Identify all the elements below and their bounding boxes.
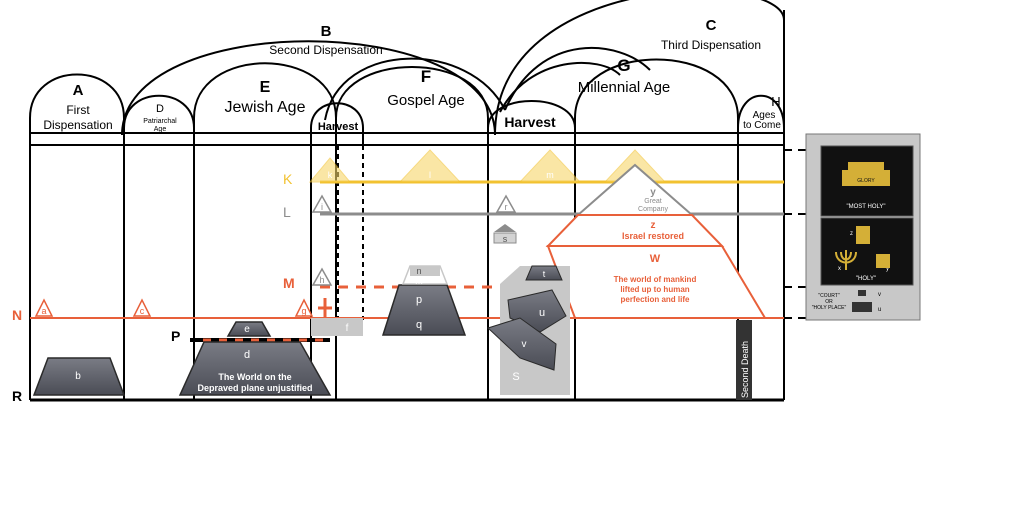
pyramid-e xyxy=(226,321,272,337)
brazen-altar-icon xyxy=(852,302,872,312)
arch-b-letter: B xyxy=(321,23,332,40)
plane-k-label: K xyxy=(283,171,293,187)
tabernacle-x: x xyxy=(838,266,841,272)
candlestick-icon xyxy=(835,250,857,270)
world-text-3: perfection and life xyxy=(621,295,690,304)
altar-icon xyxy=(876,254,890,268)
arch-a-letter: A xyxy=(73,82,84,99)
harvest-label-1: Harvest xyxy=(318,121,359,133)
marker-W: W xyxy=(650,253,661,265)
great-company-label-1: Great xyxy=(644,198,662,205)
plane-p-label: P xyxy=(171,328,180,344)
marker-s: s xyxy=(503,234,508,244)
tabernacle-u: u xyxy=(878,307,881,313)
israel-restored-label: Israel restored xyxy=(622,231,684,241)
tabernacle-court-2: OR xyxy=(825,299,833,305)
world-text-1: The world of mankind xyxy=(614,275,697,284)
arch-f-letter: F xyxy=(421,67,431,86)
arch-b-second-dispensation xyxy=(121,40,496,136)
tabernacle-most-holy: "MOST HOLY" xyxy=(846,204,885,210)
marker-r: r xyxy=(505,202,508,212)
arch-h-letter: H xyxy=(771,94,780,109)
arch-e-label: Jewish Age xyxy=(225,99,306,116)
arch-c-label: Third Dispensation xyxy=(661,38,761,52)
arch-e-letter: E xyxy=(260,79,271,96)
tabernacle-z: z xyxy=(850,231,853,237)
age-arches xyxy=(29,58,785,400)
plane-r-label: R xyxy=(12,388,22,404)
broken-stones: t u v S xyxy=(487,265,570,395)
tabernacle-v: v xyxy=(878,292,881,298)
marker-f: f xyxy=(346,323,349,334)
arch-g-label: Millennial Age xyxy=(578,79,671,96)
plane-m-label: M xyxy=(283,275,295,291)
pyramid-b xyxy=(32,357,126,396)
marker-g: g xyxy=(301,306,306,316)
arch-h-label-1: Ages xyxy=(753,110,776,121)
tabernacle-panel: GLORY "MOST HOLY" z x y "HOLY" "COURT" O… xyxy=(805,133,921,321)
arch-b-label: Second Dispensation xyxy=(269,43,382,57)
dispensation-arches xyxy=(121,0,785,136)
harvest-label-2: Harvest xyxy=(504,114,556,130)
arch-c-third-dispensation xyxy=(494,0,785,136)
table-icon xyxy=(856,226,870,244)
arch-d-label-2: Age xyxy=(154,126,167,133)
arch-c-letter: C xyxy=(706,17,717,34)
arch-a-label-2: Dispensation xyxy=(43,118,112,132)
arch-g-letter: G xyxy=(617,56,630,75)
marker-m-stone: m xyxy=(415,276,423,286)
depraved-text-2: Depraved plane unjustified xyxy=(197,383,312,393)
marker-d: d xyxy=(244,349,250,361)
marker-b: b xyxy=(75,371,81,382)
pyramid-d xyxy=(178,341,332,396)
plane-l-label: L xyxy=(283,204,291,220)
tabernacle-court-1: "COURT" xyxy=(818,293,839,299)
marker-m: m xyxy=(546,170,554,180)
world-text-2: lifted up to human xyxy=(620,285,689,294)
pyramid-pq xyxy=(381,284,467,336)
marker-u: u xyxy=(539,307,545,319)
second-death-bar: Second Death xyxy=(736,320,752,400)
marker-l: l xyxy=(429,170,431,180)
marker-h: h xyxy=(319,275,324,285)
tabernacle-court-3: "HOLY PLACE" xyxy=(812,305,847,311)
marker-p: p xyxy=(416,294,422,306)
marker-n: n xyxy=(416,266,421,276)
marker-t: t xyxy=(543,269,546,279)
marker-y: y xyxy=(650,187,656,198)
arch-a-label-1: First xyxy=(66,103,90,117)
marker-q: q xyxy=(416,319,422,331)
ark-icon xyxy=(842,170,890,186)
marker-i: i xyxy=(321,202,323,212)
marker-f-box: f xyxy=(311,318,363,336)
plane-n-label: N xyxy=(12,307,22,323)
marker-a: a xyxy=(41,306,46,316)
plane-triangles xyxy=(34,194,517,317)
marker-s-stack: s xyxy=(493,224,517,244)
marker-e: e xyxy=(244,324,250,335)
chart-frame xyxy=(30,10,785,402)
arch-f-label: Gospel Age xyxy=(387,92,465,109)
laver-icon xyxy=(858,290,866,296)
marker-v: v xyxy=(522,339,527,350)
marker-S: S xyxy=(512,371,519,383)
tabernacle-holy: "HOLY" xyxy=(856,276,876,282)
marker-k: k xyxy=(328,170,333,180)
second-death-label: Second Death xyxy=(740,341,750,398)
marker-c: c xyxy=(140,306,145,316)
stone-pyramids xyxy=(32,265,467,396)
arch-d-label-1: Patriarchal xyxy=(143,118,177,125)
great-company-label-2: Company xyxy=(638,206,668,213)
tabernacle-glory: GLORY xyxy=(857,178,875,184)
marker-z: z xyxy=(651,220,656,231)
tabernacle-y: y xyxy=(886,266,889,272)
depraved-text-1: The World on the xyxy=(218,372,291,382)
arch-d-letter: D xyxy=(156,103,164,115)
arch-h-label-2: to Come xyxy=(743,120,781,131)
millennial-pyramid xyxy=(545,163,767,319)
